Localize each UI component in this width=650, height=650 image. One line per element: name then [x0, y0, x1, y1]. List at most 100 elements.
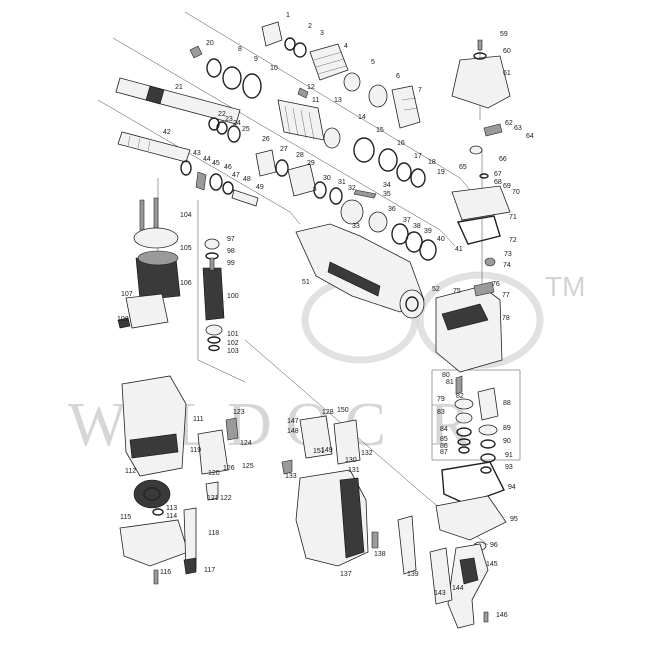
callout-115: 115 — [120, 514, 131, 521]
callout-79: 79 — [437, 396, 445, 403]
callout-3: 3 — [320, 30, 324, 37]
tool-holder-group — [115, 77, 426, 188]
callout-84: 84 — [440, 426, 448, 433]
callout-43: 43 — [193, 150, 201, 157]
part-ring-38 — [405, 231, 423, 253]
part-ring-30 — [313, 181, 327, 199]
guide-box-crank — [431, 369, 521, 461]
callout-97: 97 — [227, 236, 235, 243]
callout-71: 71 — [509, 214, 517, 221]
callout-114: 114 — [166, 513, 177, 520]
part-ring-103 — [208, 344, 220, 352]
part-ring-40 — [419, 239, 437, 261]
callout-98: 98 — [227, 248, 235, 255]
housing-137-dark-side — [339, 477, 365, 559]
callout-34: 34 — [383, 182, 391, 189]
part-ring-60 — [473, 52, 487, 60]
callout-48: 48 — [243, 176, 251, 183]
part-screws-104 — [139, 197, 159, 231]
guide-line-armature — [197, 200, 246, 383]
part-gear-cover-95 — [435, 495, 507, 541]
callout-100: 100 — [227, 293, 239, 300]
part-ring-67 — [479, 173, 489, 179]
crank-housing-group — [435, 39, 511, 373]
housing-black-strip — [327, 261, 381, 297]
callout-88: 88 — [503, 400, 511, 407]
callout-1: 1 — [286, 12, 290, 19]
part-screw-138 — [371, 531, 379, 549]
part-cord-guard-123 — [225, 417, 239, 441]
callout-95: 95 — [510, 516, 518, 523]
part-ring-23 — [216, 121, 228, 135]
callout-33: 33 — [352, 223, 360, 230]
callout-86: 86 — [440, 443, 448, 450]
callout-27: 27 — [280, 146, 288, 153]
part-ring-102 — [207, 336, 221, 344]
callout-13: 13 — [334, 97, 342, 104]
callout-62: 62 — [505, 120, 513, 127]
callout-5: 5 — [371, 59, 375, 66]
part-switch-119 — [197, 429, 229, 475]
callout-36: 36 — [388, 206, 396, 213]
callout-labels: 1234567891011121314151617181920212223242… — [117, 12, 534, 619]
callout-96: 96 — [490, 542, 498, 549]
part-ring-24 — [227, 125, 241, 143]
part-collar-5 — [343, 72, 361, 92]
part-ring-90 — [480, 439, 496, 449]
grip-ridges — [313, 51, 347, 75]
guide-line-spindle — [112, 37, 456, 247]
callout-102: 102 — [227, 340, 239, 347]
part-ring-37 — [391, 223, 409, 245]
callout-40: 40 — [437, 236, 445, 243]
callout-132: 132 — [361, 450, 373, 457]
callout-82: 82 — [456, 393, 464, 400]
bearing-52-bore — [405, 296, 419, 312]
housing-111-label-band — [129, 433, 179, 459]
callout-94: 94 — [508, 484, 516, 491]
guide-line-front-housing — [184, 11, 471, 191]
handle-housing-group — [281, 415, 417, 575]
guide-line-striker — [97, 99, 301, 225]
front-cap-group — [189, 21, 421, 129]
part-o-ring-16 — [378, 148, 398, 172]
callout-15: 15 — [376, 127, 384, 134]
part-pin-80 — [455, 375, 463, 395]
callout-68: 68 — [494, 179, 502, 186]
callout-32: 32 — [348, 185, 356, 192]
callout-74: 74 — [503, 262, 511, 269]
callout-59: 59 — [500, 31, 508, 38]
callout-124: 124 — [240, 440, 252, 447]
callout-147: 147 — [287, 418, 299, 425]
callout-14: 14 — [358, 114, 366, 121]
callout-119: 119 — [190, 447, 201, 454]
part-screw-12 — [297, 87, 309, 99]
callout-91: 91 — [505, 452, 513, 459]
callout-137: 137 — [340, 571, 352, 578]
part-screw-116 — [153, 569, 159, 585]
callout-46: 46 — [224, 164, 232, 171]
striker-group — [117, 131, 437, 261]
part-handle-half-143 — [429, 547, 453, 605]
part-grip-sleeve — [309, 43, 349, 81]
part-holder-band — [145, 85, 165, 105]
callout-38: 38 — [413, 223, 421, 230]
callout-113: 113 — [166, 505, 177, 512]
callout-81: 81 — [446, 379, 454, 386]
part-screw-146 — [483, 611, 489, 623]
part-cover-76 — [473, 281, 495, 297]
callout-70: 70 — [512, 189, 520, 196]
callout-63: 63 — [514, 125, 522, 132]
part-screw-59 — [477, 39, 483, 51]
part-rod-49 — [231, 189, 259, 207]
callout-143: 143 — [434, 590, 446, 597]
fan-hub — [143, 487, 161, 501]
part-controller-149 — [299, 415, 333, 459]
part-gasket-94 — [441, 461, 505, 505]
callout-45: 45 — [212, 160, 220, 167]
rear-handle-dark-grip — [459, 557, 479, 585]
callout-66: 66 — [499, 156, 507, 163]
callout-131: 131 — [348, 467, 360, 474]
callout-73: 73 — [504, 251, 512, 258]
part-gear-33 — [340, 199, 364, 225]
front-housing-group — [295, 223, 425, 319]
